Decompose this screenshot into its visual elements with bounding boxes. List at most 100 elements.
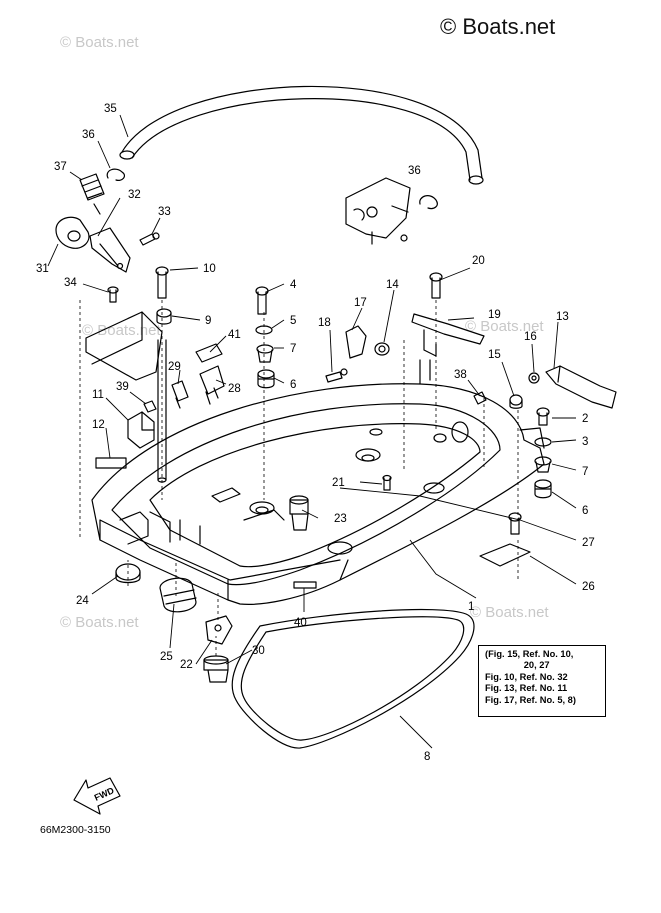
part-collar-7b xyxy=(534,456,552,473)
callout: 11 xyxy=(92,389,104,401)
part-latch-29 xyxy=(171,380,189,409)
watermark: © Boats.net xyxy=(470,604,549,621)
part-plate-26 xyxy=(479,543,531,567)
callout: 30 xyxy=(252,645,265,657)
callout: 14 xyxy=(386,279,399,291)
part-bolt-4 xyxy=(255,286,269,315)
callout: 32 xyxy=(128,189,141,201)
brand-watermark: © Boats.net xyxy=(440,14,556,39)
callout: 16 xyxy=(524,331,537,343)
callout: 28 xyxy=(228,383,241,395)
reference-note: (Fig. 15, Ref. No. 10, 20, 27 Fig. 10, R… xyxy=(478,645,606,717)
note-line: 20, 27 xyxy=(485,660,550,671)
watermark: © Boats.net xyxy=(60,614,139,631)
part-39 xyxy=(143,400,157,413)
fwd-arrow xyxy=(73,777,121,815)
callout: 38 xyxy=(454,369,467,381)
callout: 10 xyxy=(203,263,216,275)
callout: 6 xyxy=(290,379,296,391)
part-bolt-2 xyxy=(536,407,550,426)
part-grommet-6b xyxy=(534,479,552,499)
part-clip-right xyxy=(419,195,438,210)
part-bracket xyxy=(89,227,131,273)
watermark: © Boats.net xyxy=(465,318,544,335)
part-screw-21 xyxy=(382,474,392,491)
callout: 26 xyxy=(582,581,595,593)
part-bushing-14 xyxy=(374,342,390,356)
part-seal xyxy=(231,608,475,749)
callout: 13 xyxy=(556,311,569,323)
callout: 20 xyxy=(472,255,485,267)
assembly-lines xyxy=(79,300,519,656)
note-line: Fig. 13, Ref. No. 11 xyxy=(485,683,568,694)
note-line: (Fig. 15, Ref. No. 10, xyxy=(485,649,574,659)
note-line: Fig. 10, Ref. No. 32 xyxy=(485,671,568,682)
part-grommet-6 xyxy=(257,369,275,389)
callout: 34 xyxy=(64,277,77,289)
part-latch-28 xyxy=(199,365,225,405)
callout: 31 xyxy=(36,263,49,275)
part-front-bracket xyxy=(85,311,163,381)
callout: 21 xyxy=(332,477,345,489)
part-washer-16 xyxy=(528,372,540,384)
callout: 22 xyxy=(180,659,193,671)
callout: 7 xyxy=(582,466,588,478)
callout: 36 xyxy=(82,129,95,141)
callout: 8 xyxy=(424,751,430,763)
part-plate-22 xyxy=(205,615,233,645)
part-screw-18 xyxy=(325,368,348,383)
callout: 12 xyxy=(92,419,105,431)
callout: 5 xyxy=(290,315,296,327)
part-washer-3 xyxy=(534,437,552,447)
part-bolt-10 xyxy=(155,266,169,299)
callout: 6 xyxy=(582,505,588,517)
part-nipple xyxy=(79,173,105,215)
callout: 1 xyxy=(468,601,474,613)
diagram-code: 66M2300-3150 xyxy=(40,824,111,836)
part-grommet xyxy=(55,216,90,249)
part-lever-17 xyxy=(345,325,367,359)
part-bottom-cowling xyxy=(91,359,545,605)
leader-lines xyxy=(47,114,577,749)
part-block-11 xyxy=(127,411,155,449)
callout: 36 xyxy=(408,165,421,177)
part-clip-left xyxy=(106,168,126,181)
callout: 7 xyxy=(290,343,296,355)
part-pad-12 xyxy=(95,457,127,469)
part-mount xyxy=(345,177,411,245)
callout: 39 xyxy=(116,381,129,393)
callout: 35 xyxy=(104,103,117,115)
callout: 37 xyxy=(54,161,67,173)
part-bolt-34 xyxy=(107,286,119,303)
watermark: © Boats.net xyxy=(82,322,161,339)
part-label-41 xyxy=(195,343,223,363)
callout: 24 xyxy=(76,595,89,607)
callout: 15 xyxy=(488,349,501,361)
fwd-label: FWD xyxy=(93,785,116,803)
part-hose xyxy=(119,85,484,185)
callout: 9 xyxy=(205,315,211,327)
part-bolt-27 xyxy=(508,512,522,535)
part-screw-33 xyxy=(139,232,160,246)
callout: 33 xyxy=(158,206,171,218)
part-handle-13 xyxy=(545,365,617,409)
callout: 23 xyxy=(334,513,347,525)
part-lever-19 xyxy=(411,313,485,357)
callout: 4 xyxy=(290,279,297,291)
callout: 27 xyxy=(582,537,595,549)
part-collar-7 xyxy=(256,344,274,363)
callout: 41 xyxy=(228,329,241,341)
callout: 2 xyxy=(582,413,588,425)
part-plate-38 xyxy=(473,391,487,405)
part-bushing-9 xyxy=(156,308,172,325)
part-grommet-25 xyxy=(159,577,197,613)
callout: 3 xyxy=(582,436,588,448)
callout: 19 xyxy=(488,309,501,321)
part-drain-23 xyxy=(289,495,309,531)
callout: 17 xyxy=(354,297,367,309)
part-pivot xyxy=(433,421,469,443)
part-bushing-15 xyxy=(509,394,523,409)
callout: 40 xyxy=(294,617,307,629)
part-bolt-20 xyxy=(429,272,443,299)
